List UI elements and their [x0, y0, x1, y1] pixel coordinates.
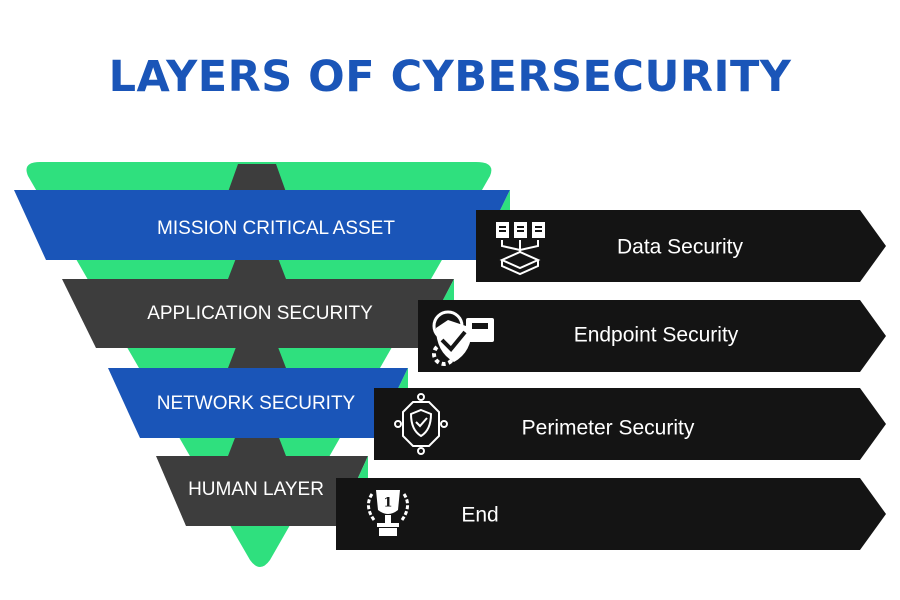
- trophy-icon: 1: [367, 490, 409, 536]
- layer-label-human-layer: HUMAN LAYER: [188, 479, 324, 500]
- arrow-label-data-security: Data Security: [617, 236, 744, 259]
- funnel-tab-3: [228, 342, 286, 368]
- perimeter-shield-icon: [394, 393, 448, 455]
- layer-label-network-security: NETWORK SECURITY: [157, 393, 356, 414]
- page-title: LAYERS OF CYBERSECURITY: [108, 52, 792, 102]
- arrow-label-endpoint-security: Endpoint Security: [574, 324, 739, 347]
- layer-label-application-security: APPLICATION SECURITY: [147, 303, 373, 324]
- arrow-end: [336, 478, 886, 550]
- arrow-label-end: End: [461, 504, 498, 527]
- layer-band-network-security: [108, 368, 408, 438]
- layer-band-application-security: [62, 279, 454, 348]
- arrow-endpoint-security: [418, 300, 886, 372]
- layer-band-mission-critical-asset: [14, 190, 510, 260]
- arrow-data-security: [476, 210, 886, 282]
- funnel-tab-1: [228, 164, 286, 192]
- layer-band-human-layer: [156, 456, 368, 526]
- endpoint-shield-icon: [432, 310, 494, 366]
- arrow-perimeter-security: [374, 388, 886, 460]
- svg-text:1: 1: [383, 496, 392, 511]
- data-server-icon: [496, 222, 545, 276]
- arrow-label-perimeter-security: Perimeter Security: [522, 417, 695, 440]
- layer-label-mission-critical-asset: MISSION CRITICAL ASSET: [157, 218, 395, 239]
